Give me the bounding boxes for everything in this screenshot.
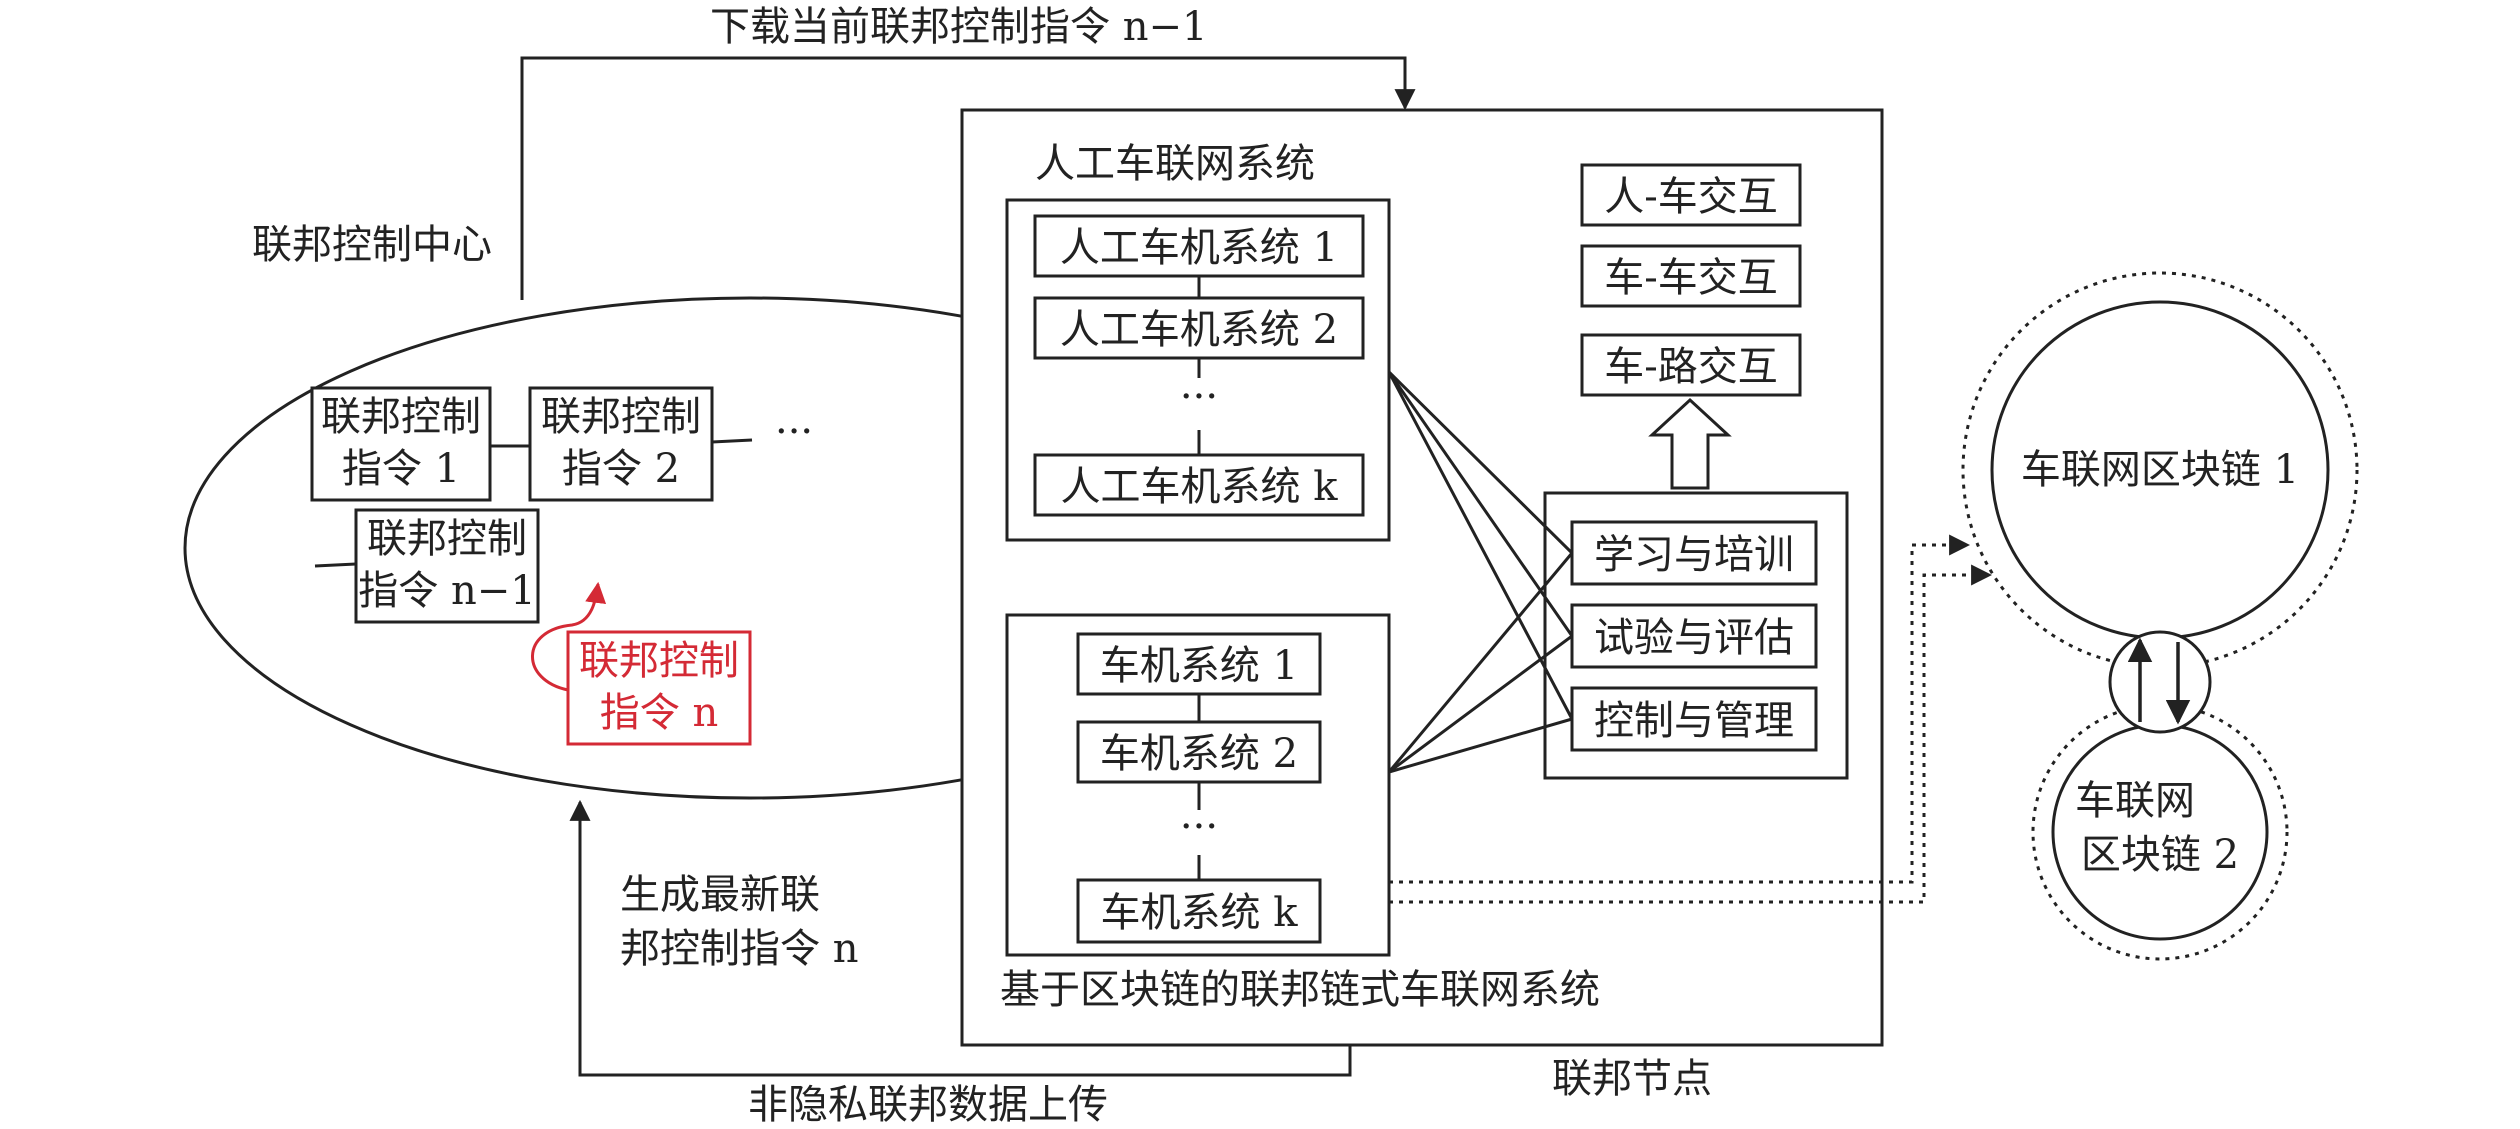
svg-text:指令 2: 指令 2	[562, 446, 680, 492]
svg-text:指令 n: 指令 n	[600, 690, 718, 736]
blockchain-2-outer	[2031, 703, 2289, 961]
control-center-label: 联邦控制中心	[252, 222, 492, 268]
instruction-2: 联邦控制 指令 2	[528, 386, 714, 502]
new-instruction-curve	[531, 581, 607, 692]
function-testing-evaluation: 试验与评估	[1570, 603, 1818, 669]
link-2-more	[711, 438, 753, 444]
instructions-ellipsis: ···	[775, 409, 813, 455]
chain-connector	[2108, 630, 2212, 734]
blockchain-2-label-1: 车联网	[2075, 778, 2195, 824]
svg-text:试验与评估: 试验与评估	[1594, 615, 1794, 661]
interaction-vehicle-road: 车-路交互	[1580, 333, 1802, 397]
svg-text:人工车机系统 1: 人工车机系统 1	[1060, 225, 1338, 271]
svg-text:指令 n−1: 指令 n−1	[358, 568, 535, 614]
link-into-n-1	[314, 562, 357, 568]
svg-text:人-车交互: 人-车交互	[1604, 174, 1778, 220]
manual-system-title: 人工车联网系统	[1035, 141, 1315, 187]
manual-item-k: 人工车机系统 k	[1033, 453, 1365, 517]
new-instruction-n: 联邦控制 指令 n	[566, 630, 752, 746]
dotted-link-upper	[1389, 534, 1971, 884]
vehicle-item-k: 车机系统 k	[1076, 878, 1322, 944]
interaction-vehicle-vehicle: 车-车交互	[1580, 244, 1802, 308]
instruction-n-minus-1: 联邦控制 指令 n−1	[354, 508, 540, 624]
svg-text:联邦控制: 联邦控制	[367, 516, 527, 562]
blockchain-1-outer	[1961, 271, 2359, 669]
blockchain-2-label-2: 区块链 2	[2081, 832, 2239, 878]
system-function-links	[1387, 370, 1574, 774]
function-learning-training: 学习与培训	[1570, 520, 1818, 586]
generate-label-line2: 邦控制指令 n	[620, 926, 858, 972]
svg-text:人工车机系统 2: 人工车机系统 2	[1060, 307, 1338, 353]
federated-node-label: 联邦节点	[1552, 1056, 1712, 1102]
svg-text:人工车机系统 k: 人工车机系统 k	[1061, 464, 1339, 510]
upload-arrow	[569, 799, 1352, 1077]
svg-text:控制与管理: 控制与管理	[1594, 698, 1794, 744]
upload-label: 非隐私联邦数据上传	[748, 1082, 1108, 1128]
vehicle-ellipsis: ···	[1180, 804, 1218, 850]
svg-text:联邦控制: 联邦控制	[579, 638, 739, 684]
download-label: 下载当前联邦控制指令 n−1	[710, 4, 1207, 50]
manual-item-2: 人工车机系统 2	[1033, 296, 1365, 360]
interaction-human-vehicle: 人-车交互	[1580, 163, 1802, 227]
generate-label-line1: 生成最新联	[620, 872, 820, 918]
svg-text:车-车交互: 车-车交互	[1604, 255, 1778, 301]
svg-text:联邦控制: 联邦控制	[541, 394, 701, 440]
blockchain-system-title: 基于区块链的联邦链式车联网系统	[1000, 967, 1600, 1013]
manual-item-1: 人工车机系统 1	[1033, 214, 1365, 278]
svg-text:学习与培训: 学习与培训	[1594, 532, 1794, 578]
svg-text:车机系统 2: 车机系统 2	[1100, 731, 1298, 777]
hollow-up-arrow	[1648, 397, 1732, 490]
svg-text:联邦控制: 联邦控制	[321, 394, 481, 440]
vehicle-item-1: 车机系统 1	[1076, 632, 1322, 696]
svg-text:指令 1: 指令 1	[342, 446, 460, 492]
function-control-management: 控制与管理	[1570, 686, 1818, 752]
manual-ellipsis: ···	[1180, 374, 1218, 420]
svg-text:车-路交互: 车-路交互	[1604, 344, 1778, 390]
svg-text:车机系统 k: 车机系统 k	[1101, 890, 1299, 936]
blockchain-1-label: 车联网区块链 1	[2021, 447, 2299, 493]
download-arrow	[520, 56, 1416, 300]
vehicle-item-2: 车机系统 2	[1076, 720, 1322, 784]
svg-text:车机系统 1: 车机系统 1	[1100, 643, 1298, 689]
instruction-1: 联邦控制 指令 1	[310, 386, 492, 502]
